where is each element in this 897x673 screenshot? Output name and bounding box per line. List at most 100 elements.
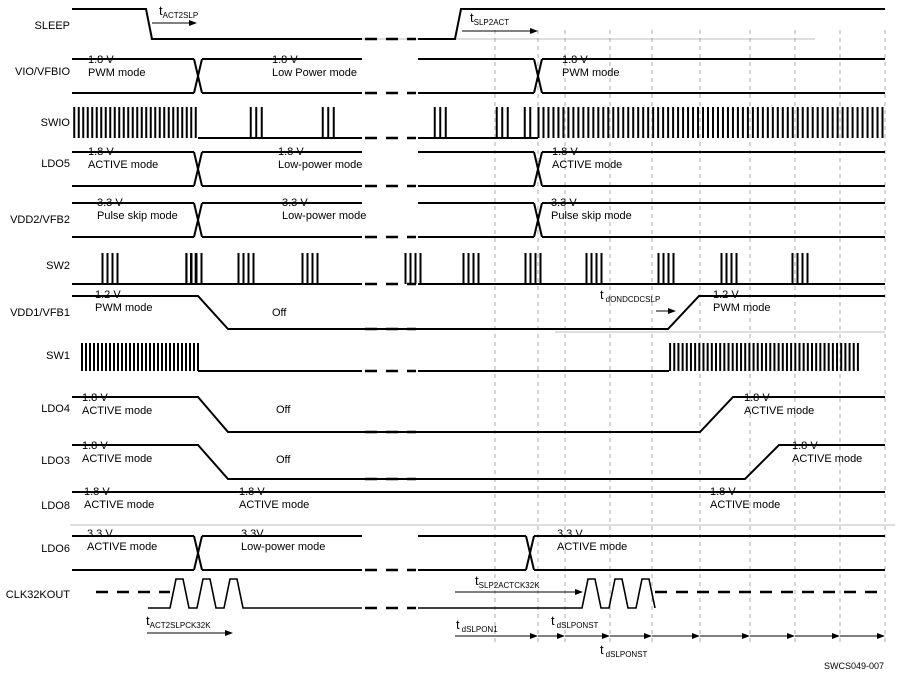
annot-ldo8_3-voltage: 1.8 V [710,486,736,498]
t-slp2actck32k: tSLP2ACTCK32K [475,573,540,590]
ldo4-waveform [72,396,885,433]
annot-vdd2_3-voltage: 3.3 V [551,197,577,209]
signal-label-ldo8: LDO8 [41,500,70,512]
annot-vio_2-mode: Low Power mode [272,67,357,79]
figure-id: SWCS049-007 [824,661,884,671]
t-slp2act: tSLP2ACT [470,10,509,27]
t-act2slp: tACT2SLP [159,3,198,20]
t-act2slpck32k: tACT2SLPCK32K [146,613,211,630]
annot-ldo4_3-voltage: 1.8 V [744,392,770,404]
annot-ldo5_2-voltage: 1.8 V [278,146,304,158]
annot-vio_1-voltage: 1.8 V [88,54,114,66]
annot-vio_1-mode: PWM mode [88,67,145,79]
ldo6-waveform [72,535,885,571]
annot-vdd1_1-voltage: 1.2 V [95,289,121,301]
ldo5-waveform [72,151,885,187]
sleep-waveform [72,8,885,40]
time-gap-breaks [96,37,885,610]
arrow-act2slpck32k [147,630,233,636]
vdd1-waveform [72,295,885,330]
annot-ldo3_1-mode: ACTIVE mode [82,453,152,465]
annot-ldo4_1-voltage: 1.8 V [82,392,108,404]
annot-ldo8_1-voltage: 1.8 V [84,486,110,498]
annot-ldo6_3-voltage: 3.3 V [557,528,583,540]
annot-ldo4_off: Off [276,404,291,416]
annot-vdd2_1-voltage: 3.3 V [97,197,123,209]
vio-waveform [72,58,885,94]
signal-label-vio: VIO/VFBIO [15,66,70,78]
annot-ldo6_2-mode: Low-power mode [241,541,325,553]
annot-vdd1_1-mode: PWM mode [95,302,152,314]
annot-ldo6_1-voltage: 3.3 V [87,528,113,540]
annot-vdd2_3-mode: Pulse skip mode [551,210,632,222]
arrow-seq-5 [700,633,750,639]
clk32kout-waveform [148,578,656,609]
annot-vdd2_2-voltage: 3.3 V [282,197,308,209]
annot-vdd1_3-mode: PWM mode [713,302,770,314]
annot-ldo4_1-mode: ACTIVE mode [82,405,152,417]
annot-ldo5_1-mode: ACTIVE mode [88,159,158,171]
signal-label-ldo5: LDO5 [41,158,70,170]
signal-label-sleep: SLEEP [35,20,70,32]
signal-labels: SLEEP VIO/VFBIO SWIO LDO5VDD2/VFB2SW2VDD1/V… [6,20,71,601]
signal-label-ldo4: LDO4 [41,403,70,415]
signal-label-vdd2: VDD2/VFB2 [10,214,70,226]
vdd2-waveform [72,202,885,238]
swio-waveform [73,107,884,139]
annot-ldo3_1-voltage: 1.8 V [82,440,108,452]
arrow-seq-1 [538,633,565,639]
annot-ldo5_1-voltage: 1.8 V [88,146,114,158]
annot-ldo6_1-mode: ACTIVE mode [87,541,157,553]
annot-vio_2-voltage: 1.8 V [272,54,298,66]
sw1-bursts [81,343,859,371]
signal-label-sw2: SW2 [46,260,70,272]
bus-waveforms [72,58,885,571]
annot-ldo5_2-mode: Low-power mode [278,159,362,171]
arrow-seq-7 [795,633,840,639]
arrow-seq-0 [455,633,538,639]
timing-arrows [147,20,885,639]
annot-ldo5_3-mode: ACTIVE mode [552,159,622,171]
annot-ldo5_3-voltage: 1.8 V [552,146,578,158]
arrow-act2slp [152,20,197,26]
annot-vdd2_2-mode: Low-power mode [282,210,366,222]
timeline-grid [494,30,886,645]
arrow-dondcdcslp [656,308,676,314]
annot-ldo3_3-mode: ACTIVE mode [792,453,862,465]
arrow-seq-8 [840,633,885,639]
annot-ldo8_2-mode: ACTIVE mode [239,499,309,511]
signal-label-swio: SWIO [41,117,71,129]
signal-label-vdd1: VDD1/VFB1 [10,307,70,319]
arrow-slp2actck32k [455,589,583,595]
annot-ldo4_3-mode: ACTIVE mode [744,405,814,417]
signal-label-ldo3: LDO3 [41,455,70,467]
arrow-seq-2 [565,633,610,639]
annot-ldo3_off: Off [276,454,291,466]
annot-vio_3-mode: PWM mode [562,67,619,79]
arrow-seq-3 [610,633,652,639]
annot-vdd1_off: Off [272,307,287,319]
arrow-seq-6 [750,633,795,639]
annot-vdd1_3-voltage: 1.2 V [713,289,739,301]
annot-ldo3_3-voltage: 1.8 V [792,440,818,452]
annot-vio_3-voltage: 1.8 V [562,54,588,66]
signal-label-sw1: SW1 [46,350,70,362]
signal-label-ldo6: LDO6 [41,543,70,555]
ldo3-waveform [72,444,885,480]
signal-label-clk: CLK32KOUT [6,589,70,601]
pulse-waveforms [72,107,885,371]
annot-ldo6_3-mode: ACTIVE mode [557,541,627,553]
annot-ldo8_1-mode: ACTIVE mode [84,499,154,511]
arrow-seq-4 [652,633,700,639]
sw2-waveform [72,253,885,285]
annot-ldo6_2-voltage: 3.3V [241,528,264,540]
arrow-slp2act [462,28,538,34]
annot-vdd2_1-mode: Pulse skip mode [97,210,178,222]
